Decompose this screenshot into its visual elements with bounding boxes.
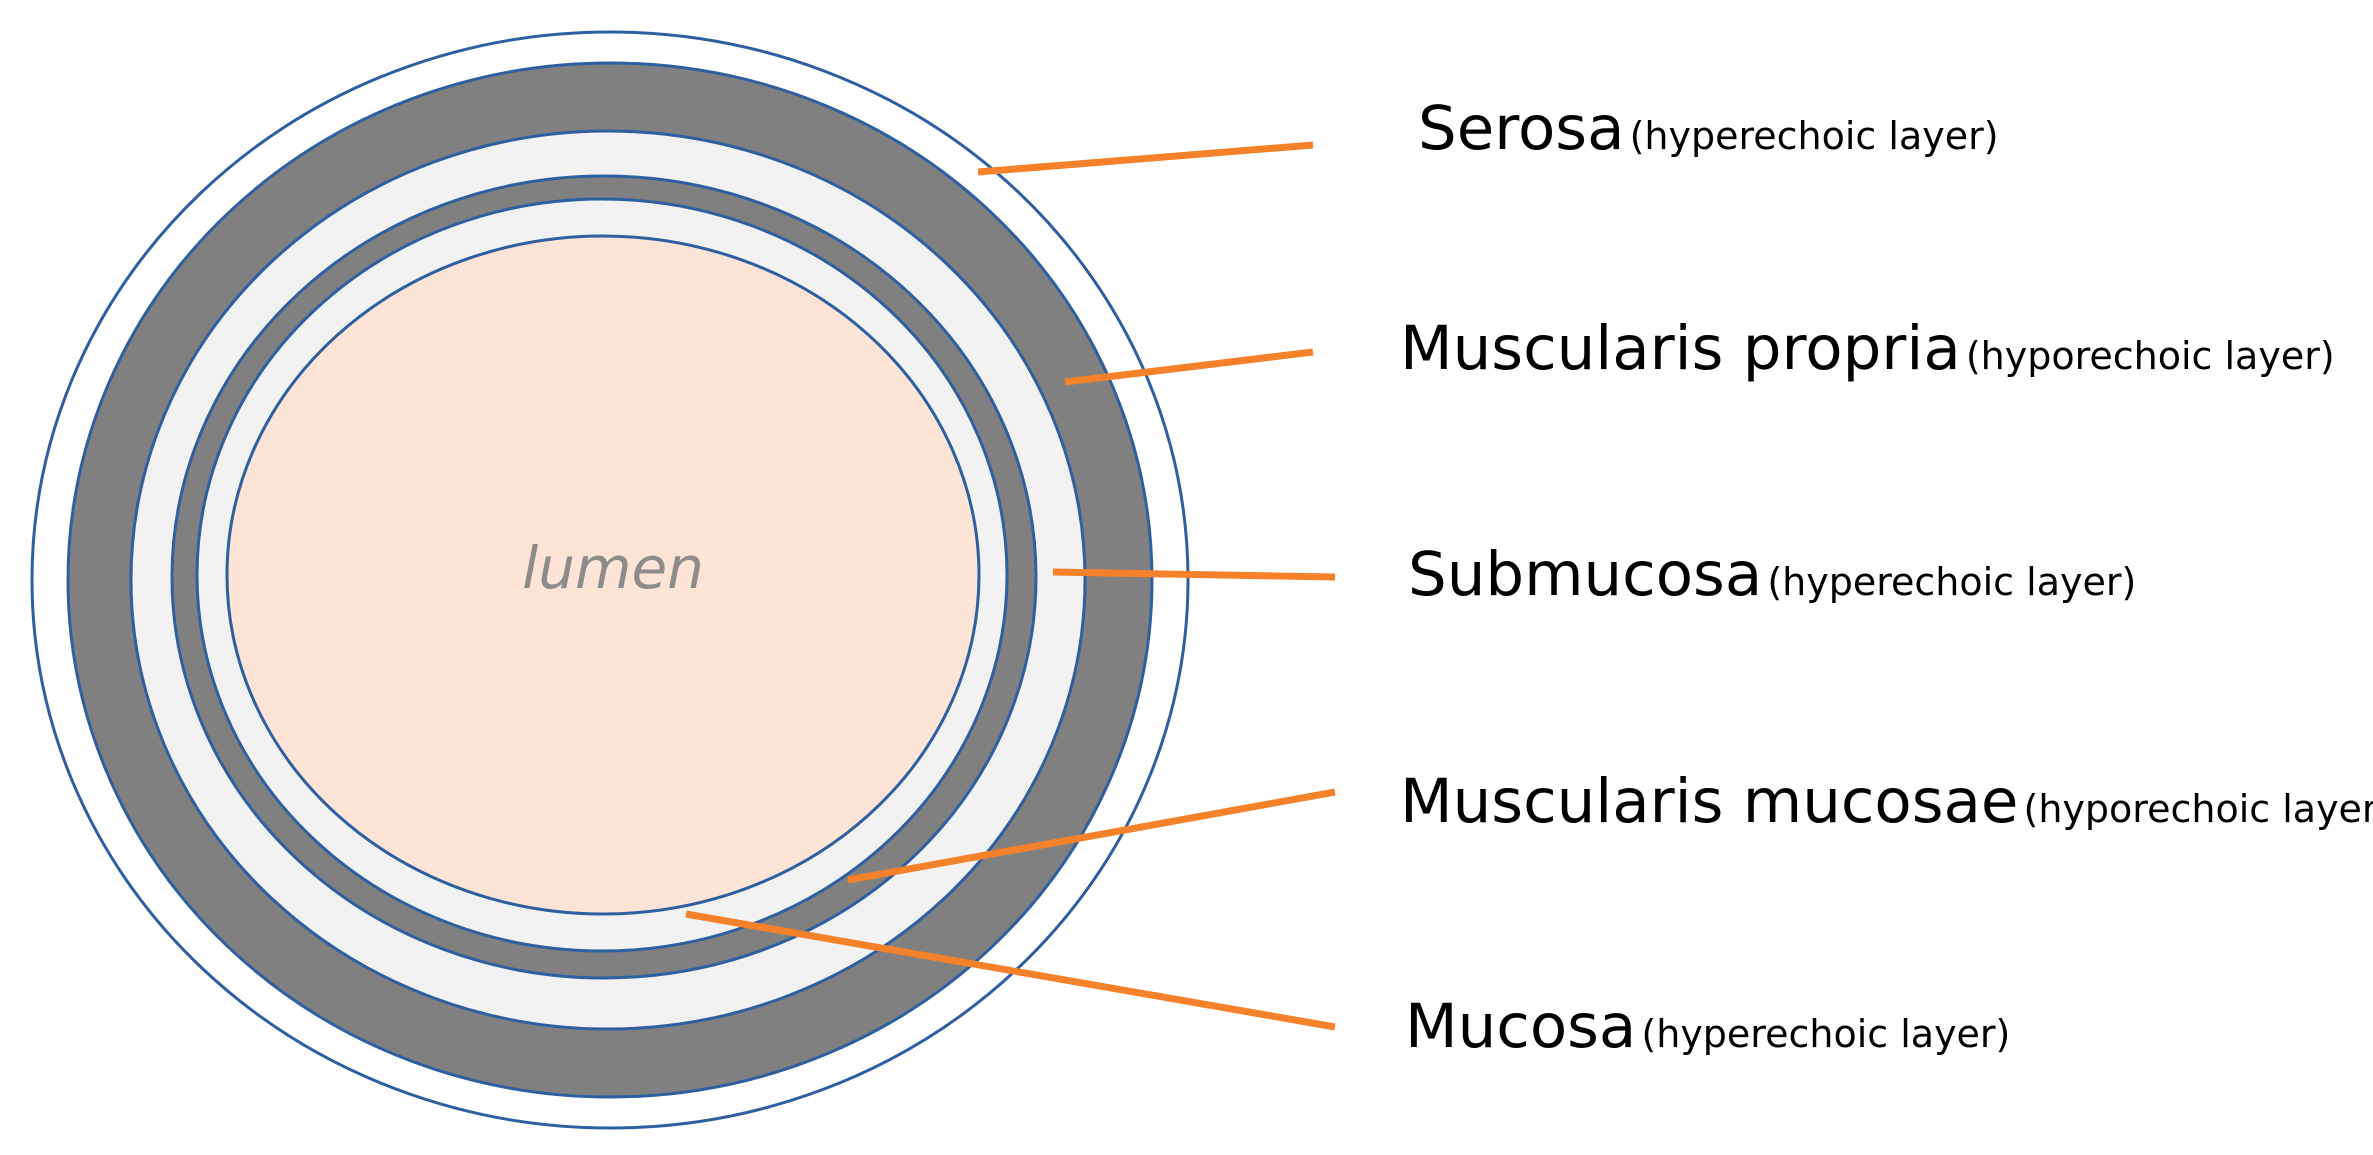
- lumen-label: lumen: [522, 534, 704, 602]
- muscularis-propria-label: Muscularis propria (hyporechoic layer): [1400, 318, 2335, 379]
- lumen-area: [225, 234, 981, 916]
- layer-description: (hyperechoic layer): [1629, 114, 1999, 158]
- submucosa-leader-line: [1052, 568, 1336, 581]
- muscularis-mucosae-label: Muscularis mucosae (hyporechoic layer): [1400, 771, 2373, 832]
- layer-name: Mucosa: [1405, 991, 1637, 1062]
- layer-name: Serosa: [1418, 93, 1625, 164]
- mucosa-leader-line: [685, 910, 1336, 1031]
- layer-name: Submucosa: [1408, 539, 1763, 610]
- layer-description: (hyperechoic layer): [1641, 1012, 2011, 1056]
- muscularis-propria-leader-line: [1064, 348, 1314, 386]
- layer-name: Muscularis mucosae: [1400, 766, 2019, 837]
- layer-name: Muscularis propria: [1400, 313, 1961, 384]
- layer-description: (hyporechoic layer): [2023, 787, 2373, 831]
- layer-description: (hyporechoic layer): [1965, 334, 2335, 378]
- layer-description: (hyperechoic layer): [1767, 560, 2137, 604]
- mucosa-label: Mucosa (hyperechoic layer): [1405, 996, 2010, 1057]
- serosa-leader-line: [977, 141, 1314, 176]
- muscularis-mucosae-leader-line: [847, 788, 1336, 884]
- submucosa-label: Submucosa (hyperechoic layer): [1408, 544, 2136, 605]
- serosa-label: Serosa (hyperechoic layer): [1418, 98, 1999, 159]
